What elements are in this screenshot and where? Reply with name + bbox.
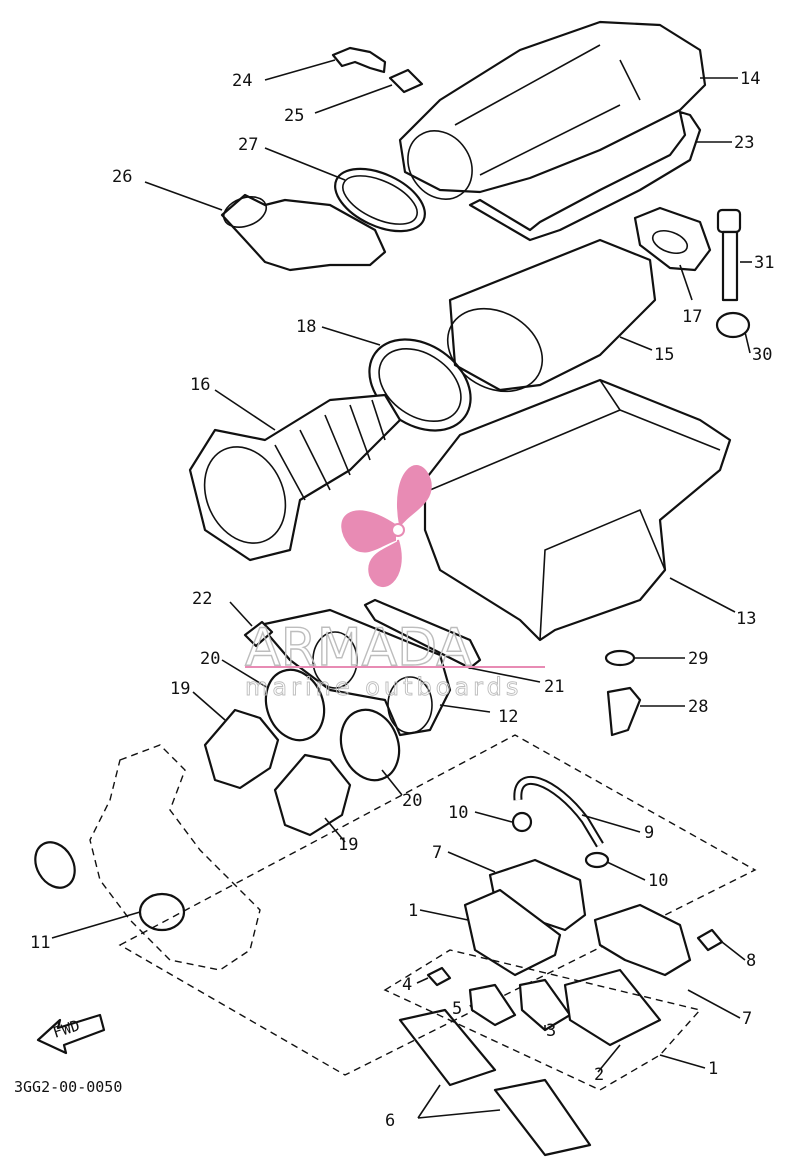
armada-watermark: ARMADA marine outboards xyxy=(244,465,545,701)
callout-7-lower: 7 xyxy=(742,1009,752,1029)
callout-18: 18 xyxy=(296,317,316,337)
armada-propeller-logo xyxy=(341,465,432,587)
callout-15: 15 xyxy=(654,345,674,365)
reed-group-frame xyxy=(383,949,702,1091)
callout-23: 23 xyxy=(734,133,754,153)
callout-14: 14 xyxy=(740,69,760,89)
part-10-cap-right xyxy=(584,851,610,869)
part-4-screw xyxy=(426,966,452,987)
callout-21: 21 xyxy=(544,677,564,697)
part-3-reed xyxy=(518,978,572,1032)
part-26-elbow-duct xyxy=(220,193,387,272)
part-6-gasket-lower xyxy=(493,1078,592,1157)
engine-outline xyxy=(89,744,261,971)
part-31-bolt-head xyxy=(716,208,742,234)
callout-28: 28 xyxy=(688,697,708,717)
callout-17: 17 xyxy=(682,307,702,327)
part-27-clamp-inner xyxy=(342,175,418,225)
part-27-clamp xyxy=(334,167,426,233)
callout-1-upper: 1 xyxy=(408,901,418,921)
part-12-port-a xyxy=(312,631,358,689)
callout-3: 3 xyxy=(546,1021,556,1041)
callout-24: 24 xyxy=(232,71,252,91)
callout-7-upper: 7 xyxy=(432,843,442,863)
part-11-clamp-right xyxy=(138,892,186,932)
callout-11: 11 xyxy=(30,933,50,953)
callout-26: 26 xyxy=(112,167,132,187)
part-16-pleats xyxy=(274,399,386,501)
callout-2: 2 xyxy=(594,1065,604,1085)
part-15-opening xyxy=(446,307,544,393)
part-16-filter-element xyxy=(188,393,402,562)
fwd-arrow: FWD xyxy=(36,1013,106,1055)
part-10-cap-left xyxy=(511,811,533,833)
callout-8: 8 xyxy=(746,951,756,971)
leader-lines xyxy=(51,59,752,1119)
part-8-screw xyxy=(696,928,724,952)
part-15-filter-sleeve xyxy=(448,238,657,392)
part-13-air-box xyxy=(423,378,732,642)
callout-22: 22 xyxy=(192,589,212,609)
part-20-clamp-upper xyxy=(264,668,326,742)
callout-31: 31 xyxy=(754,253,774,273)
part-16-frame-opening xyxy=(203,446,287,544)
callout-20-lower: 20 xyxy=(402,791,422,811)
part-1-valve-upper xyxy=(463,888,562,977)
callout-25: 25 xyxy=(284,106,304,126)
part-14-intake-cover xyxy=(398,20,707,194)
part-24-bracket xyxy=(331,46,387,74)
part-19-boot-upper xyxy=(203,708,280,790)
part-5-plate xyxy=(468,983,517,1027)
watermark-tagline: marine outboards xyxy=(245,673,522,701)
part-30-grommet xyxy=(715,311,751,339)
part-7-reed-block-lower xyxy=(593,903,692,977)
part-17-flange xyxy=(633,206,712,272)
callout-19-upper: 19 xyxy=(170,679,190,699)
part-26-opening xyxy=(222,196,268,228)
part-25-clip xyxy=(388,68,424,94)
callout-4: 4 xyxy=(402,975,412,995)
part-9-hose-core xyxy=(515,777,603,847)
part-29-clip xyxy=(604,649,636,667)
part-11-clamp-left xyxy=(34,841,76,889)
callout-1-lower: 1 xyxy=(708,1059,718,1079)
part-22-bolt xyxy=(243,620,274,648)
part-13-edges xyxy=(429,379,721,641)
callout-12: 12 xyxy=(498,707,518,727)
callout-19-lower: 19 xyxy=(338,835,358,855)
callout-10-upper: 10 xyxy=(448,803,468,823)
part-20-clamp-lower xyxy=(339,708,401,782)
part-2-reed-plate xyxy=(563,968,662,1047)
callout-29: 29 xyxy=(688,649,708,669)
drawing-code: 3GG2-00-0050 xyxy=(14,1078,122,1096)
callout-20-upper: 20 xyxy=(200,649,220,669)
part-6-gasket-upper xyxy=(398,1008,497,1087)
part-14-ribs xyxy=(454,44,641,176)
callout-30: 30 xyxy=(752,345,772,365)
part-17-hole xyxy=(651,229,689,255)
callout-9: 9 xyxy=(644,823,654,843)
callout-5: 5 xyxy=(452,999,462,1019)
callout-labels: 24 25 14 23 27 26 31 17 18 15 30 16 13 2… xyxy=(30,69,774,1131)
part-12-port-b xyxy=(387,676,433,734)
watermark-brand: ARMADA xyxy=(245,618,472,678)
part-31-bolt-shank xyxy=(721,230,739,302)
callout-13: 13 xyxy=(736,609,756,629)
part-18-ring-inner xyxy=(378,347,462,423)
part-23-gasket xyxy=(468,110,702,242)
part-14-intake-mouth xyxy=(407,130,473,200)
callout-27: 27 xyxy=(238,135,258,155)
callout-16: 16 xyxy=(190,375,210,395)
part-28-bracket xyxy=(606,686,642,737)
callout-10-lower: 10 xyxy=(648,871,668,891)
callout-6: 6 xyxy=(385,1111,395,1131)
part-19-boot-lower xyxy=(273,753,352,837)
carb-group-frame xyxy=(118,734,757,1076)
